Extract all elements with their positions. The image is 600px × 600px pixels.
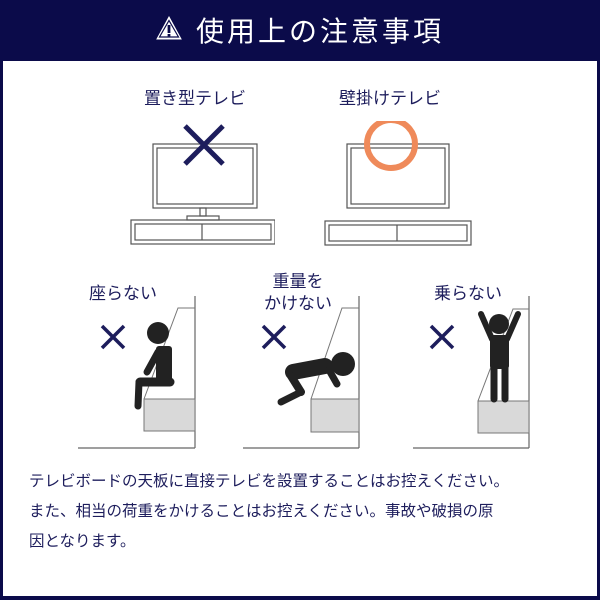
no-standing-on-illustration (413, 296, 530, 449)
notice-line-3: 因となります。 (29, 532, 136, 550)
warning-triangle-icon (156, 15, 182, 44)
person-leaning-icon (277, 352, 355, 406)
notice-line-1: テレビボードの天板に直接テレビを設置することはお控えください。 (29, 472, 510, 490)
no-weight-label-line2: かけない (264, 294, 332, 314)
person-sitting-icon (134, 322, 175, 410)
standing-tv-label: 置き型テレビ (144, 89, 246, 109)
content-panel: 置き型テレビ 壁掛けテレビ (3, 61, 597, 596)
no-weight-label-line1: 重量を (272, 272, 324, 292)
wall-tv-illustration (324, 121, 472, 246)
page-title: 使用上の注意事項 (195, 15, 444, 48)
header-bar: 使用上の注意事項 (0, 0, 600, 60)
notice-text: テレビボードの天板に直接テレビを設置することはお控えください。 また、相当の荷重… (29, 466, 589, 556)
cross-icon (429, 324, 455, 350)
cross-icon (100, 324, 126, 350)
no-sitting-label: 座らない (89, 284, 157, 304)
standing-tv-illustration (130, 124, 275, 245)
person-standing-arms-up-icon (478, 311, 521, 403)
circle-ok-icon (364, 121, 418, 171)
wall-tv-label: 壁掛けテレビ (339, 89, 441, 109)
cross-icon (261, 324, 287, 350)
no-standing-on-label: 乗らない (434, 284, 502, 304)
cross-icon (183, 124, 225, 166)
no-sitting-illustration (78, 296, 196, 449)
no-weight-illustration (243, 296, 360, 449)
notice-line-2: また、相当の荷重をかけることはお控えください。事故や破損の原 (29, 502, 494, 520)
